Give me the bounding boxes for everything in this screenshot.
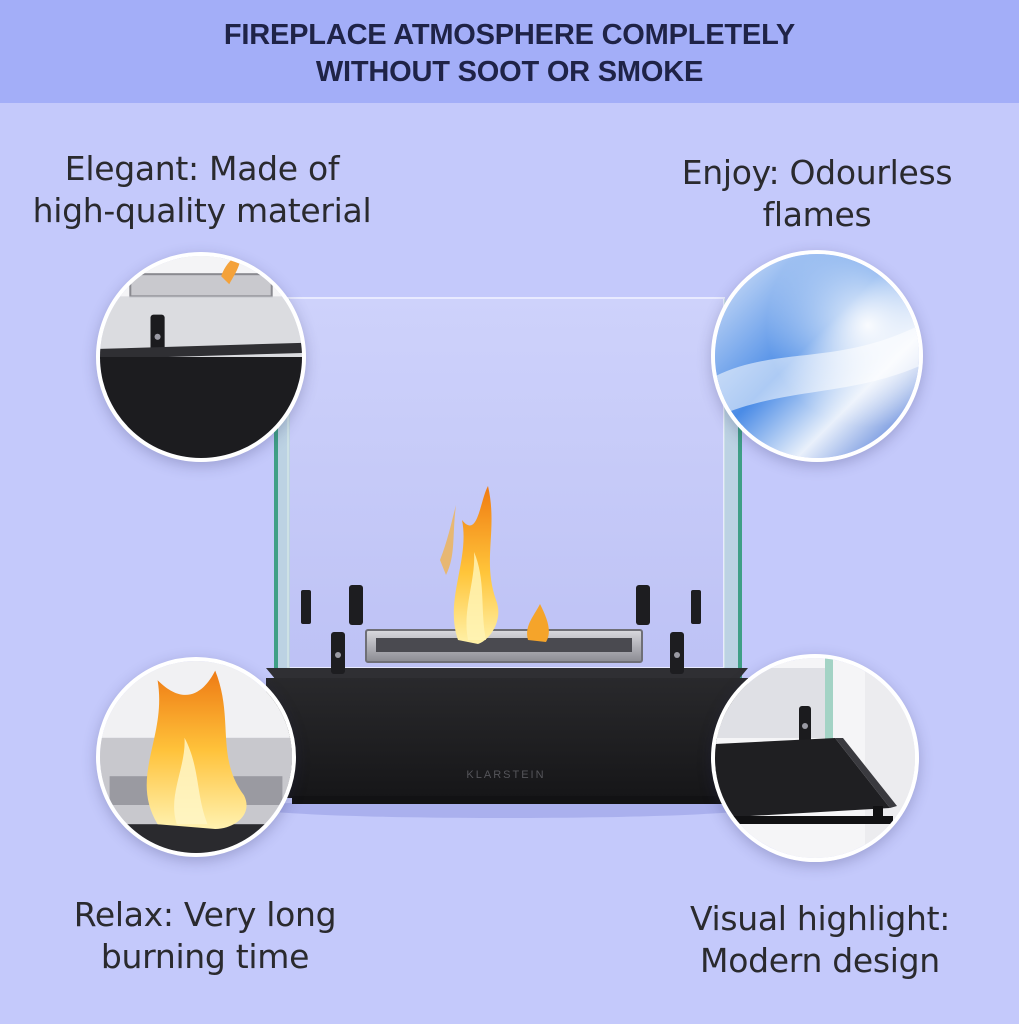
feature-caption-enjoy: Enjoy: Odourless flames	[681, 153, 953, 234]
brand-mark: KLARSTEIN	[466, 769, 545, 781]
design-detail-image	[715, 658, 915, 858]
feature-caption-relax: Relax: Very long burning time	[73, 895, 337, 976]
clamp-back-right	[636, 585, 650, 625]
base-body	[266, 678, 748, 798]
feature-caption-visual-highlight: Visual highlight: Modern design	[689, 899, 951, 980]
detail-circle-material	[96, 252, 306, 462]
banner-title: FIREPLACE ATMOSPHERE COMPLETELY WITHOUT …	[160, 17, 860, 91]
detail-circle-flame	[96, 657, 296, 857]
glass-detail-image	[715, 254, 919, 458]
material-detail-image	[100, 256, 302, 458]
clamp-back-left-2	[349, 585, 363, 625]
detail-circle-design	[711, 654, 919, 862]
flame-small	[527, 604, 549, 642]
clamp-back-left	[301, 590, 311, 624]
clamp-back-right-2	[691, 590, 701, 624]
flame-core	[466, 552, 486, 640]
banner-line-2: WITHOUT SOOT OR SMOKE	[315, 55, 704, 88]
burner-slot	[376, 638, 632, 652]
base-top	[266, 668, 748, 680]
header-banner: FIREPLACE ATMOSPHERE COMPLETELY WITHOUT …	[0, 0, 1019, 103]
feature-caption-elegant: Elegant: Made of high-quality material	[32, 149, 372, 230]
detail-circle-glass	[711, 250, 923, 462]
base-foot	[292, 796, 722, 804]
flame-detail-image	[100, 661, 292, 853]
banner-line-1: FIREPLACE ATMOSPHERE COMPLETELY	[223, 18, 796, 51]
